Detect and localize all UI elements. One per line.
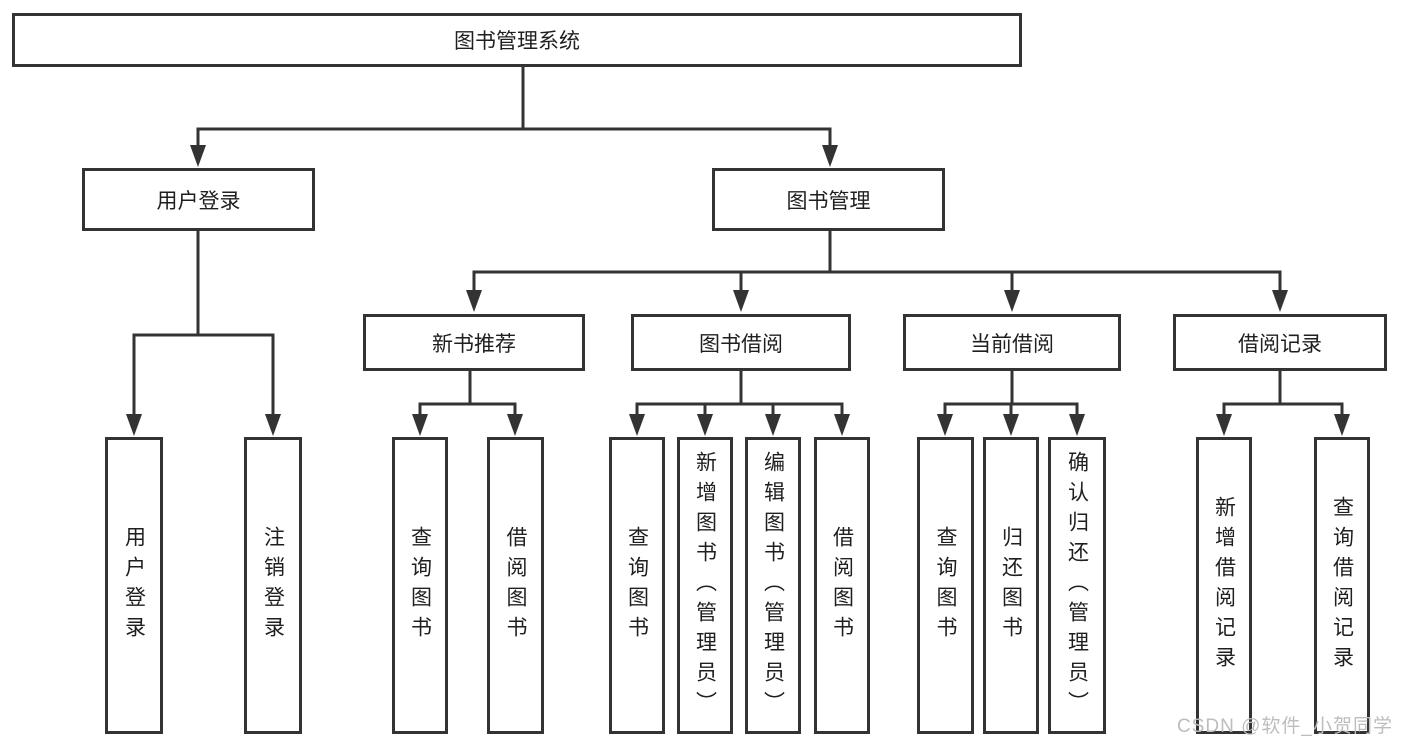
node-user-login: 用户登录: [82, 168, 315, 231]
node-book-borrow: 图书借阅: [631, 314, 851, 371]
leaf-query-borrow-record: 查询借阅记录: [1314, 437, 1370, 734]
node-current-borrow: 当前借阅: [903, 314, 1121, 371]
node-label: 确认归还（管理员）: [1065, 450, 1089, 721]
node-new-book-recommend: 新书推荐: [363, 314, 585, 371]
node-root-library-system: 图书管理系统: [12, 13, 1022, 67]
leaf-query-books-3: 查询图书: [917, 437, 974, 734]
csdn-watermark: CSDN @软件_小贺同学: [1177, 716, 1393, 737]
node-label: 当前借阅: [970, 332, 1054, 356]
node-label: 新书推荐: [432, 332, 516, 356]
node-label: 查询借阅记录: [1330, 495, 1354, 676]
node-label: 图书管理: [786, 189, 871, 213]
node-label: 新增图书（管理员）: [693, 450, 717, 721]
node-label: 注销登录: [261, 525, 285, 646]
node-label: 图书管理系统: [454, 30, 580, 53]
leaf-borrow-books-1: 借阅图书: [487, 437, 544, 734]
node-label: 图书借阅: [699, 332, 783, 356]
node-borrow-records: 借阅记录: [1173, 314, 1387, 371]
node-label: 编辑图书（管理员）: [761, 450, 785, 721]
leaf-query-books-2: 查询图书: [609, 437, 665, 734]
node-label: 归还图书: [999, 525, 1023, 646]
leaf-borrow-books-2: 借阅图书: [814, 437, 870, 734]
node-book-management: 图书管理: [712, 168, 945, 231]
node-label: 新增借阅记录: [1212, 495, 1236, 676]
node-label: 用户登录: [156, 189, 241, 213]
node-label: 查询图书: [408, 525, 432, 646]
leaf-return-book: 归还图书: [983, 437, 1039, 734]
leaf-add-borrow-record: 新增借阅记录: [1196, 437, 1252, 734]
node-label: 查询图书: [625, 525, 649, 646]
leaf-confirm-return-admin: 确认归还（管理员）: [1048, 437, 1106, 734]
leaf-logout: 注销登录: [244, 437, 302, 734]
node-label: 借阅记录: [1238, 332, 1322, 356]
leaf-user-login: 用户登录: [105, 437, 163, 734]
node-label: 借阅图书: [504, 525, 527, 646]
node-label: 借阅图书: [830, 525, 854, 646]
leaf-query-books-1: 查询图书: [392, 437, 448, 734]
leaf-add-book-admin: 新增图书（管理员）: [677, 437, 733, 734]
arrowheads: [126, 145, 1350, 436]
leaf-edit-book-admin: 编辑图书（管理员）: [745, 437, 801, 734]
node-label: 用户登录: [122, 525, 146, 646]
node-label: 查询图书: [934, 525, 957, 646]
